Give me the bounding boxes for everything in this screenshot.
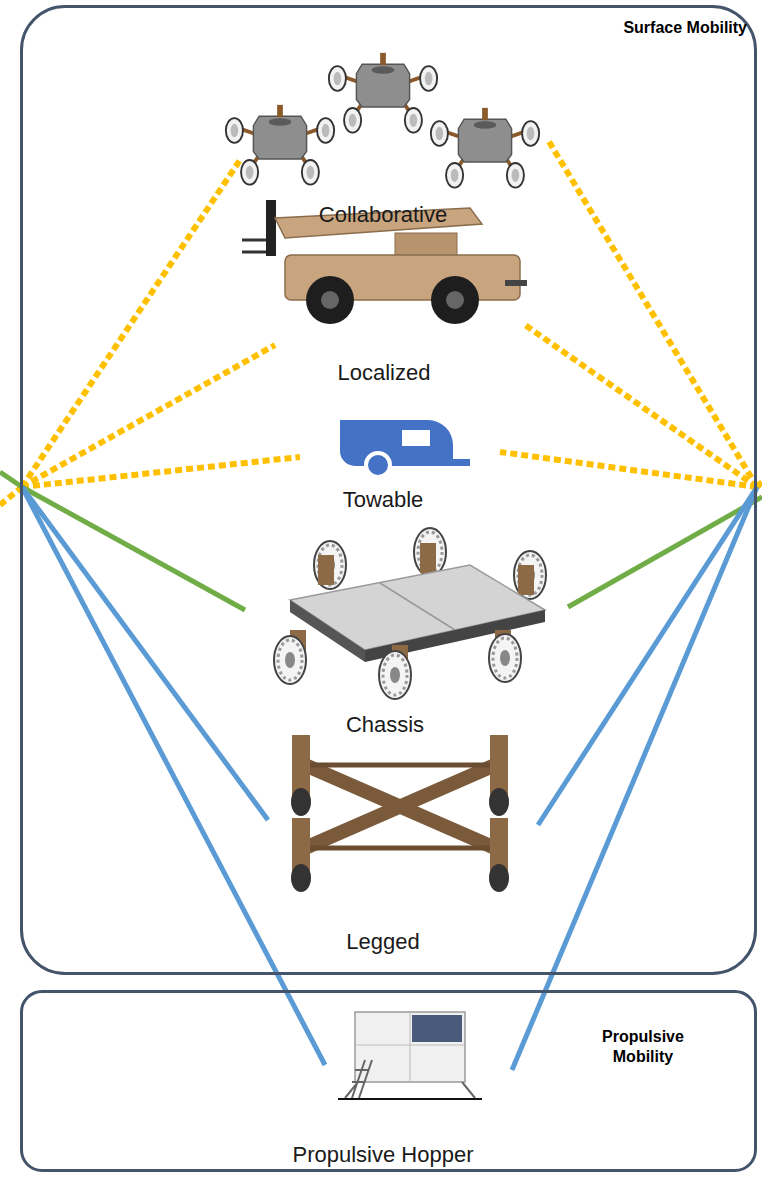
telehandler: [242, 200, 527, 324]
hopper-lander: [338, 1012, 482, 1099]
item-caption: Chassis: [346, 712, 424, 738]
item-caption: Propulsive Hopper: [293, 1142, 474, 1168]
legged-rover: [291, 735, 509, 892]
item-caption: Towable: [343, 487, 424, 513]
region-title: Surface Mobility: [587, 18, 747, 38]
chassis-rover: [274, 528, 546, 699]
region-title: Propulsive Mobility: [581, 1027, 705, 1067]
leader-lines: [0, 140, 762, 1070]
collaborative-robots: [226, 53, 539, 188]
trailer-icon: [340, 420, 470, 477]
item-caption: Legged: [346, 929, 419, 955]
item-caption: Collaborative: [319, 202, 447, 228]
item-caption: Localized: [338, 360, 431, 386]
